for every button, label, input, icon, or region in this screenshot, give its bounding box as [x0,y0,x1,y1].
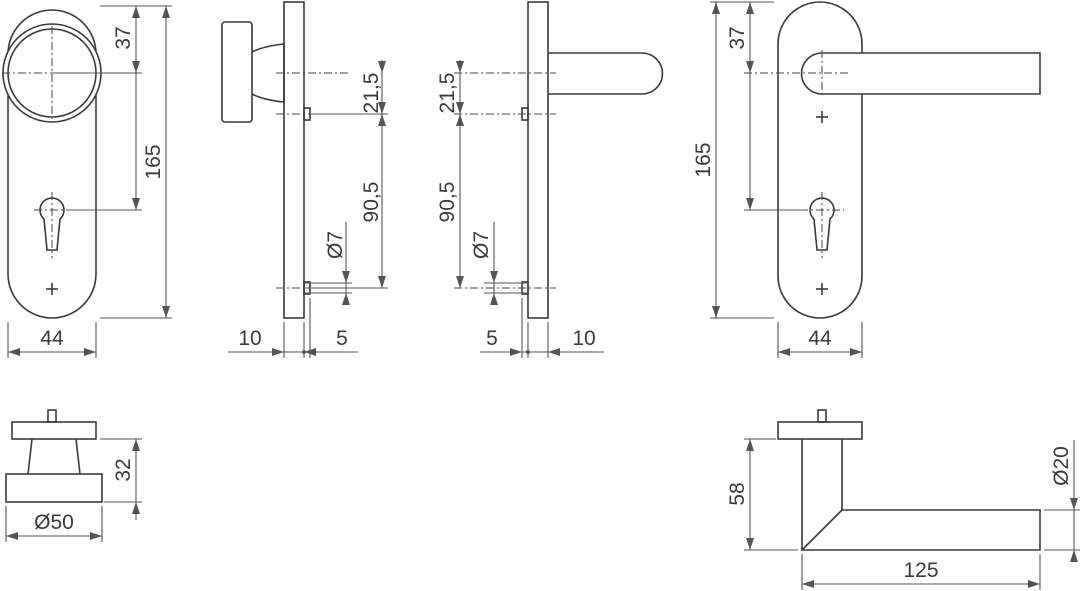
knob-center-to-top-label: 21,5 [360,73,383,114]
knob-side-plate [283,1,305,319]
knob-rose-plate [7,9,97,319]
lever-center-to-top-label: 21,5 [436,73,459,114]
knob-rose-thickness-label: 10 [238,327,261,350]
lever-rose-front-view: 165 37 44 [692,1,1041,358]
lever-rose-height-label: 165 [692,142,715,177]
lever-side-view: 21,5 90,5 Ø7 5 10 [436,1,664,358]
lever-rose-width-label: 44 [808,327,832,350]
cylinder-hole [39,197,65,251]
knob-screw-diameter-label: Ø7 [324,231,347,259]
knob-top-view: 32 Ø50 [5,409,142,542]
knob-top-neck [27,438,81,475]
lever-center-spacing-label: 90,5 [436,182,459,223]
knob-projection-label: 32 [112,458,135,481]
lever-rose-thickness-label: 10 [572,327,595,350]
knob-spacer-label: 5 [336,327,348,350]
lever-offset-label: 37 [726,26,749,49]
lever-projection-label: 58 [726,482,749,505]
lever-side-plate [527,1,549,319]
lever-spacer-label: 5 [486,327,498,350]
knob-diameter-label: Ø50 [34,511,74,534]
lever-front-arm [800,52,1041,95]
lever-cylinder-hole [809,197,835,251]
lever-top-view: 58 Ø20 125 [726,409,1080,590]
rose-width-label: 44 [40,327,64,350]
knob-center-spacing-label: 90,5 [360,182,383,223]
lever-side-arm [548,52,664,95]
lever-length-label: 125 [903,559,938,582]
knob-offset-label: 37 [112,26,135,49]
knob-top-plate [11,421,97,440]
knob-side-view: 21,5 90,5 Ø7 10 5 [221,1,388,358]
lever-diameter-label: Ø20 [1050,446,1073,486]
lever-top-arm [801,439,1041,551]
knob-side-head [221,21,253,123]
knob-top-spindle [47,409,57,423]
lever-top-plate [777,421,863,440]
knob-top-head [5,473,103,503]
knob-rose-front-view: 165 37 44 [2,5,172,358]
lever-top-spindle [817,409,827,423]
lever-screw-diameter-label: Ø7 [470,231,493,259]
lever-rose-plate [777,1,863,319]
rose-height-label: 165 [142,144,165,179]
